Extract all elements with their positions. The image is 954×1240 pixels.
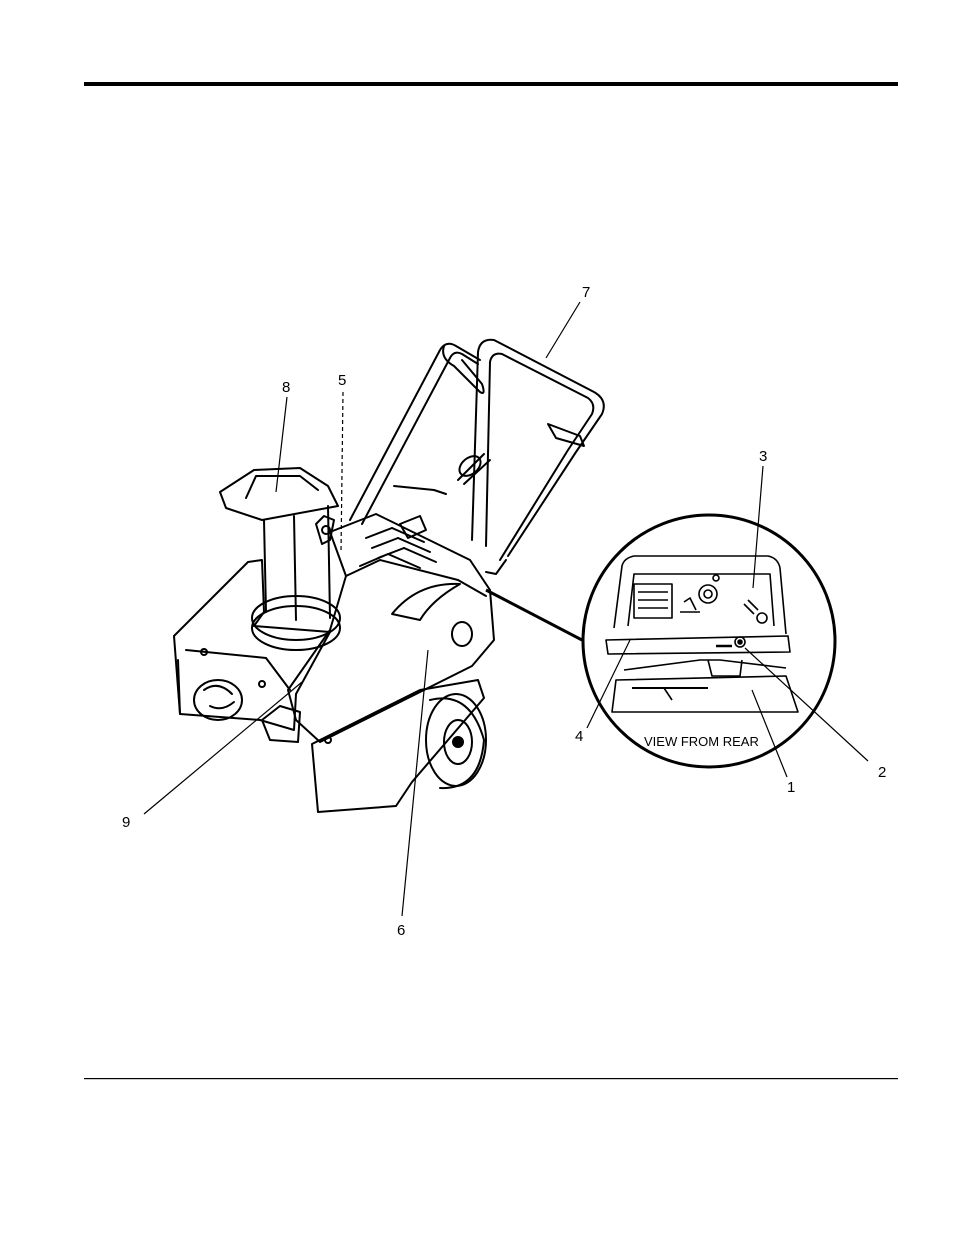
callout-6: 6 bbox=[397, 922, 405, 939]
handle bbox=[350, 340, 604, 574]
primer-bulb bbox=[699, 585, 717, 603]
callout-8: 8 bbox=[282, 379, 290, 396]
inset-circle bbox=[583, 515, 835, 767]
inset-pointer-line bbox=[486, 590, 582, 640]
leader-9 bbox=[144, 682, 302, 814]
rear-view-inset bbox=[486, 515, 835, 767]
leader-7 bbox=[546, 302, 580, 358]
footer-rule bbox=[84, 1078, 898, 1079]
header-rule bbox=[84, 82, 898, 86]
choke-symbol bbox=[680, 598, 700, 612]
inset-bottom-panel bbox=[612, 676, 798, 712]
leader-8 bbox=[276, 397, 287, 492]
engine-housing bbox=[288, 514, 494, 742]
inset-caption: VIEW FROM REAR bbox=[644, 734, 759, 749]
rear-cover bbox=[606, 636, 790, 654]
key-symbol bbox=[744, 600, 758, 614]
callout-7: 7 bbox=[582, 284, 590, 301]
leader-5 bbox=[341, 392, 343, 553]
wheel-assembly bbox=[312, 680, 486, 812]
leader-6 bbox=[402, 650, 428, 916]
machine-illustration bbox=[174, 340, 604, 812]
leader-lines bbox=[144, 302, 868, 916]
discharge-chute bbox=[220, 468, 340, 650]
callout-numbers: 7 8 5 3 4 2 1 9 6 VIEW FROM REAR bbox=[122, 284, 886, 939]
leader-2 bbox=[745, 648, 868, 761]
primer-decal bbox=[634, 584, 672, 618]
callout-4: 4 bbox=[575, 728, 583, 745]
callout-9: 9 bbox=[122, 814, 130, 831]
callout-5: 5 bbox=[338, 372, 346, 389]
callout-3: 3 bbox=[759, 448, 767, 465]
callout-2: 2 bbox=[878, 764, 886, 781]
callout-1: 1 bbox=[787, 779, 795, 796]
auger-housing bbox=[174, 560, 330, 742]
